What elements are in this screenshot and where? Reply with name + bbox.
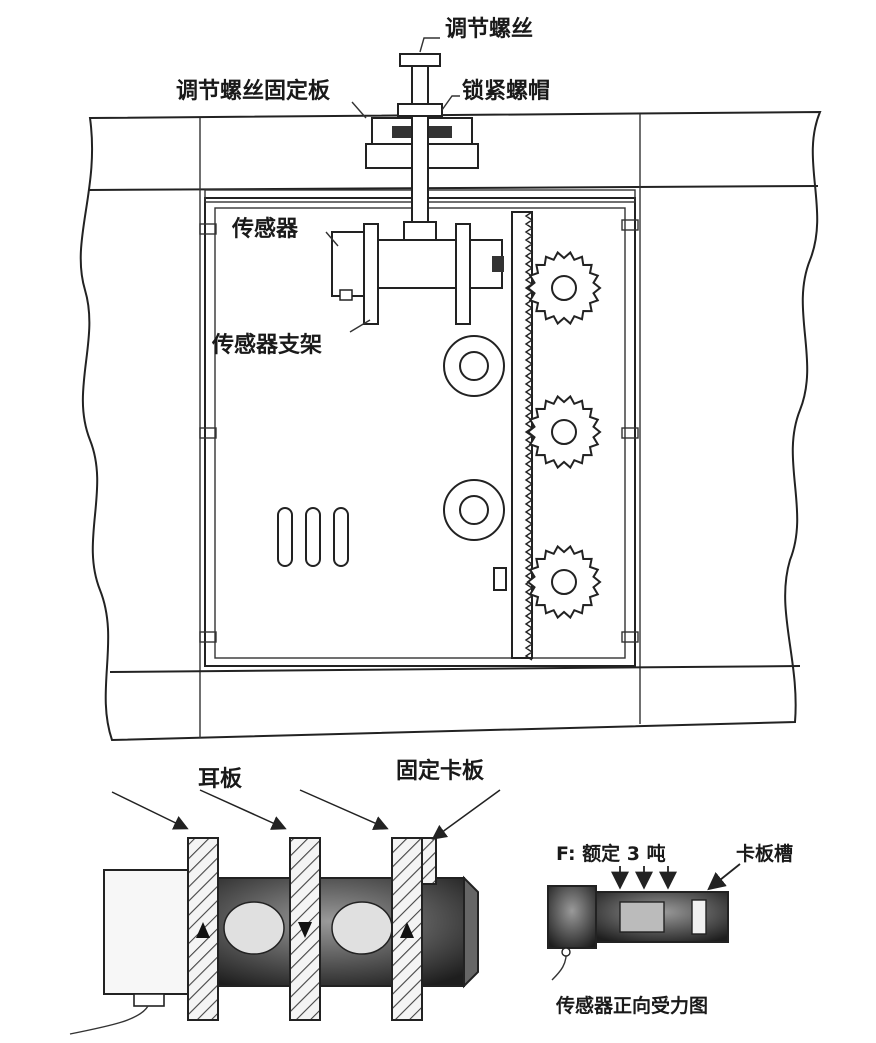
sensor-assembly-detail <box>69 837 479 1035</box>
mounting-frame <box>79 110 822 742</box>
hinge-marks <box>199 219 639 643</box>
arrow-up-icon <box>400 922 414 938</box>
label-screw-plate: 调节螺丝固定板 <box>176 78 331 104</box>
force-arrows <box>611 863 741 891</box>
lock-nut <box>397 103 443 117</box>
caption-force-diagram: 传感器正向受力图 <box>555 994 708 1017</box>
sensor-top <box>331 223 504 325</box>
force-diagram-sensor <box>547 885 729 981</box>
vent-slots <box>277 507 349 567</box>
clamp-plate <box>421 837 437 885</box>
gears <box>526 250 602 620</box>
arrow-down-icon <box>298 922 312 938</box>
idler-wheels <box>443 335 505 541</box>
ear-plate-2 <box>289 837 321 1021</box>
gear-rack <box>511 211 534 661</box>
label-adjust-screw: 调节螺丝 <box>445 16 533 42</box>
gear <box>526 394 602 470</box>
arrow-up-icon <box>196 922 210 938</box>
label-sensor: 传感器 <box>231 216 299 242</box>
label-sensor-bracket: 传感器支架 <box>211 332 322 358</box>
stop-block <box>493 567 507 591</box>
label-force-rating: F: 额定 3 吨 <box>556 842 666 865</box>
gear <box>526 250 602 326</box>
gear <box>526 544 602 620</box>
label-slot: 卡板槽 <box>736 842 793 865</box>
label-ear-plate: 耳板 <box>198 767 243 792</box>
label-lock-nut: 锁紧螺帽 <box>462 78 550 104</box>
label-clamp-plate: 固定卡板 <box>396 758 485 784</box>
